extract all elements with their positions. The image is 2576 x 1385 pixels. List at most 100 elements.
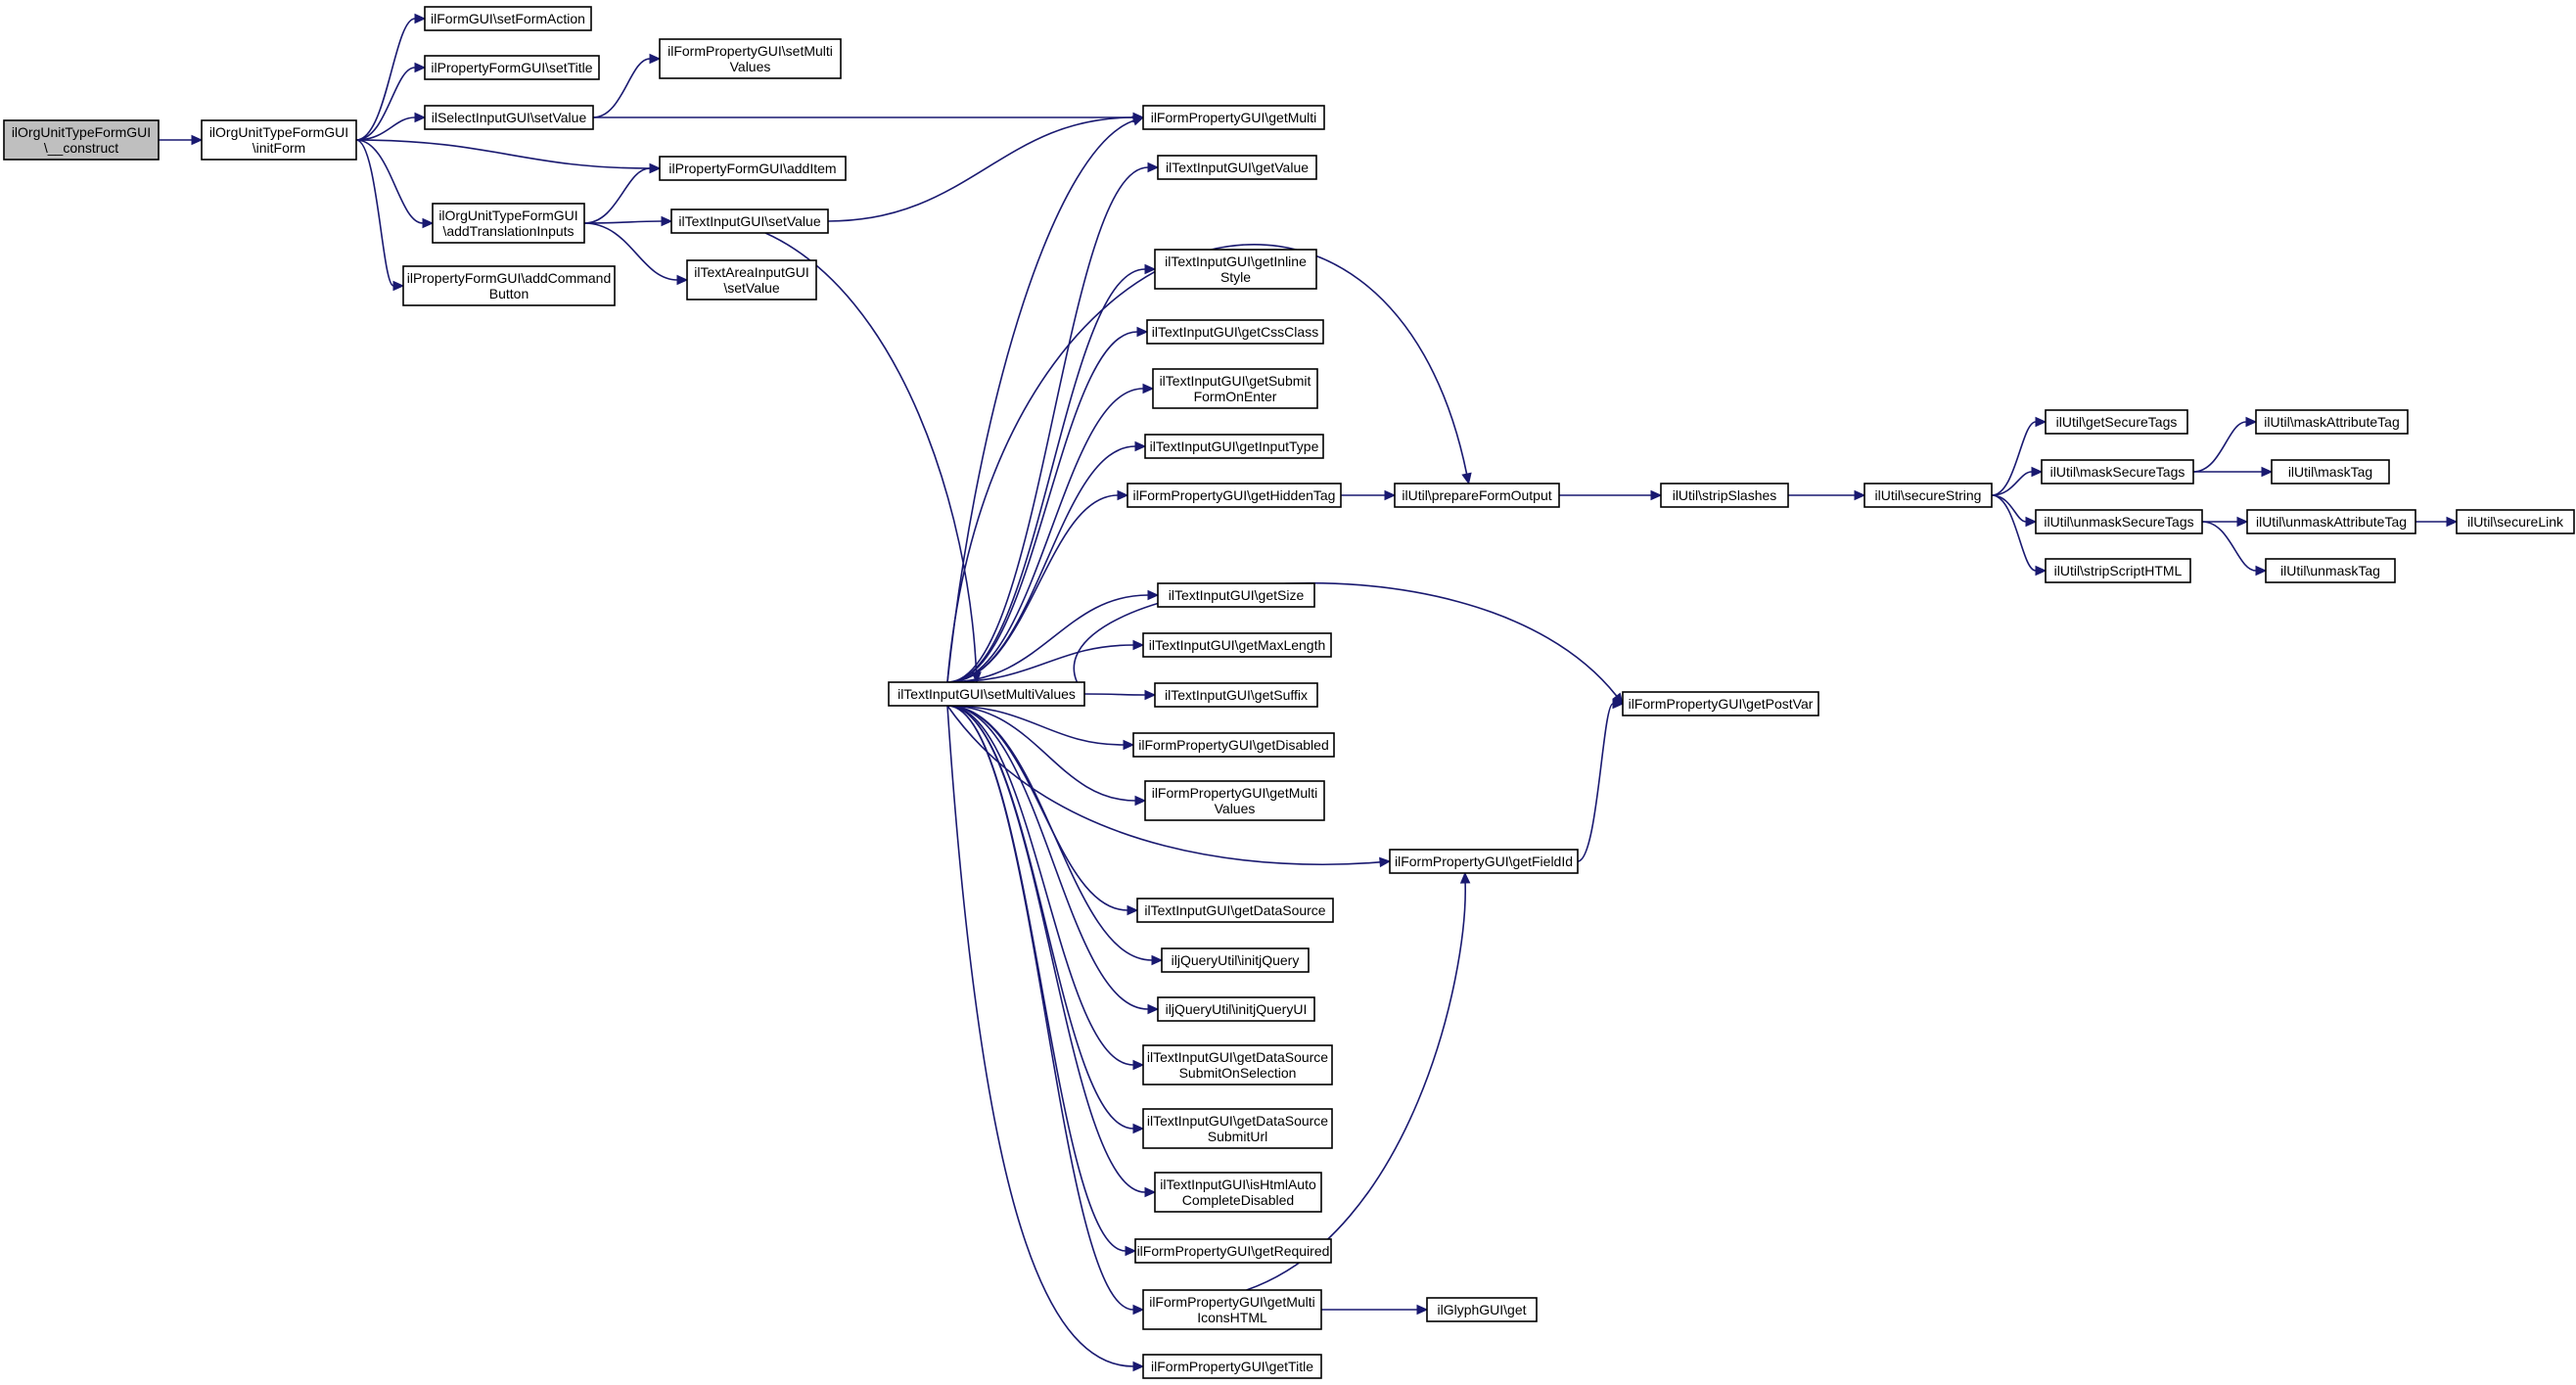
- node-get-post-var[interactable]: ilFormPropertyGUI\getPostVar: [1622, 691, 1819, 716]
- node-get-required[interactable]: ilFormPropertyGUI\getRequired: [1134, 1238, 1332, 1264]
- edge-set-multi-values-to-get-css-class: [946, 326, 1149, 683]
- arrowhead: [414, 62, 427, 73]
- node-box: [686, 259, 817, 300]
- node-initj-query[interactable]: iljQueryUtil\initjQuery: [1161, 947, 1310, 973]
- node-label-line: ilOrgUnitTypeFormGUI: [438, 208, 577, 223]
- node-get-dssubmit-on-selection[interactable]: ilTextInputGUI\getDataSourceSubmitOnSele…: [1142, 1044, 1333, 1085]
- edge-set-multi-values-to-initj-query-ui: [946, 705, 1160, 1015]
- arrowhead: [1127, 904, 1139, 916]
- node-box: [1142, 105, 1325, 130]
- node-label-line: ilFormPropertyGUI\getFieldId: [1395, 854, 1573, 869]
- arrowhead: [1136, 326, 1149, 338]
- node-box: [1660, 483, 1789, 508]
- node-get-hidden-tag[interactable]: ilFormPropertyGUI\getHiddenTag: [1127, 483, 1342, 508]
- node-get-value[interactable]: ilTextInputGUI\getValue: [1157, 155, 1317, 180]
- node-ta-set-value[interactable]: ilTextAreaInputGUI\setValue: [686, 259, 817, 300]
- node-get-title[interactable]: ilFormPropertyGUI\getTitle: [1142, 1354, 1322, 1379]
- node-strip-script-html[interactable]: ilUtil\stripScriptHTML: [2045, 558, 2191, 583]
- node-label-line: ilTextInputGUI\getDataSource: [1144, 902, 1325, 918]
- node-txt-set-value[interactable]: ilTextInputGUI\setValue: [670, 208, 829, 234]
- node-set-multi-values-top[interactable]: ilFormPropertyGUI\setMultiValues: [659, 38, 842, 79]
- arrowhead: [422, 217, 435, 229]
- node-get-disabled[interactable]: ilFormPropertyGUI\getDisabled: [1132, 732, 1335, 758]
- node-add-translation-inputs[interactable]: ilOrgUnitTypeFormGUI\addTranslationInput…: [432, 203, 585, 244]
- node-get-data-source[interactable]: ilTextInputGUI\getDataSource: [1136, 898, 1334, 923]
- node-mask-secure-tags[interactable]: ilUtil\maskSecureTags: [2041, 459, 2194, 485]
- node-set-multi-values[interactable]: ilTextInputGUI\setMultiValues: [888, 681, 1085, 707]
- node-mask-attribute-tag[interactable]: ilUtil\maskAttributeTag: [2255, 409, 2409, 435]
- edge-line: [592, 58, 651, 118]
- node-box: [1157, 155, 1317, 180]
- node-unmask-secure-tags[interactable]: ilUtil\unmaskSecureTags: [2035, 509, 2203, 534]
- node-box: [2271, 459, 2390, 485]
- node-construct[interactable]: ilOrgUnitTypeFormGUI\__construct: [3, 119, 160, 161]
- arrowhead: [1147, 162, 1160, 173]
- node-label-line: ilTextInputGUI\setValue: [678, 213, 820, 229]
- edge-line: [946, 705, 1149, 1010]
- arrowhead: [1125, 1245, 1137, 1257]
- edge-line: [946, 705, 1146, 1193]
- node-box: [201, 119, 357, 161]
- edge-line: [1083, 693, 1146, 696]
- node-get-suffix[interactable]: ilTextInputGUI\getSuffix: [1154, 682, 1318, 708]
- node-box: [2456, 509, 2575, 534]
- node-box: [432, 203, 585, 244]
- edge-unmask-secure-tags-to-unmask-tag: [2201, 521, 2268, 577]
- node-label-line: \initForm: [253, 140, 305, 156]
- arrowhead: [649, 53, 662, 65]
- node-init-form[interactable]: ilOrgUnitTypeFormGUI\initForm: [201, 119, 357, 161]
- node-secure-string[interactable]: ilUtil\secureString: [1863, 483, 1993, 508]
- arrowhead: [1379, 856, 1392, 868]
- arrowhead: [2031, 466, 2044, 478]
- edge-strip-slashes-to-secure-string: [1788, 489, 1866, 501]
- node-unmask-attribute-tag[interactable]: ilUtil\unmaskAttributeTag: [2246, 509, 2416, 534]
- node-label-line: \__construct: [44, 140, 118, 156]
- node-box: [1154, 1172, 1322, 1213]
- edge-set-multi-values-to-get-hidden-tag: [946, 489, 1129, 683]
- edge-line: [583, 222, 678, 281]
- edge-set-multi-values-to-get-submit-form-on-enter: [946, 383, 1155, 683]
- edge-line: [946, 119, 1134, 683]
- arrowhead: [676, 274, 689, 286]
- node-box: [1142, 1108, 1333, 1149]
- node-label-line: ilUtil\maskSecureTags: [2050, 464, 2185, 480]
- node-get-max-length[interactable]: ilTextInputGUI\getMaxLength: [1142, 632, 1332, 658]
- node-label-line: ilTextInputGUI\getSuffix: [1165, 687, 1308, 703]
- node-is-html-auto-complete-disabled[interactable]: ilTextInputGUI\isHtmlAutoCompleteDisable…: [1154, 1172, 1322, 1213]
- node-box: [1132, 732, 1335, 758]
- node-unmask-tag[interactable]: ilUtil\unmaskTag: [2265, 558, 2396, 583]
- node-label-line: ilUtil\stripSlashes: [1673, 487, 1777, 503]
- node-prepare-form-output[interactable]: ilUtil\prepareFormOutput: [1394, 483, 1560, 508]
- node-initj-query-ui[interactable]: iljQueryUtil\initjQueryUI: [1157, 996, 1315, 1022]
- node-add-item[interactable]: ilPropertyFormGUI\addItem: [659, 156, 847, 181]
- edge-add-translation-inputs-to-txt-set-value: [583, 215, 673, 227]
- node-label-line: ilTextInputGUI\getSubmit: [1160, 373, 1311, 389]
- node-get-field-id[interactable]: ilFormPropertyGUI\getFieldId: [1389, 849, 1579, 874]
- node-sel-set-value[interactable]: ilSelectInputGUI\setValue: [424, 105, 594, 130]
- node-get-input-type[interactable]: ilTextInputGUI\getInputType: [1144, 434, 1324, 459]
- node-box: [1157, 996, 1315, 1022]
- node-mask-tag[interactable]: ilUtil\maskTag: [2271, 459, 2390, 485]
- arrowhead: [1459, 871, 1471, 884]
- node-get-size[interactable]: ilTextInputGUI\getSize: [1157, 582, 1315, 608]
- node-strip-slashes[interactable]: ilUtil\stripSlashes: [1660, 483, 1789, 508]
- edge-line: [946, 594, 1149, 683]
- node-glyph-get[interactable]: ilGlyphGUI\get: [1426, 1297, 1538, 1322]
- node-box: [670, 208, 829, 234]
- edge-line: [1991, 494, 2037, 572]
- node-set-title[interactable]: ilPropertyFormGUI\setTitle: [424, 55, 600, 80]
- node-secure-link[interactable]: ilUtil\secureLink: [2456, 509, 2575, 534]
- node-get-multi[interactable]: ilFormPropertyGUI\getMulti: [1142, 105, 1325, 130]
- node-set-form-action[interactable]: ilFormGUI\setFormAction: [424, 6, 592, 31]
- node-box: [1161, 947, 1310, 973]
- node-get-css-class[interactable]: ilTextInputGUI\getCssClass: [1146, 319, 1324, 345]
- node-get-secure-tags[interactable]: ilUtil\getSecureTags: [2045, 409, 2188, 435]
- arrowhead: [1461, 472, 1472, 485]
- node-box: [424, 6, 592, 31]
